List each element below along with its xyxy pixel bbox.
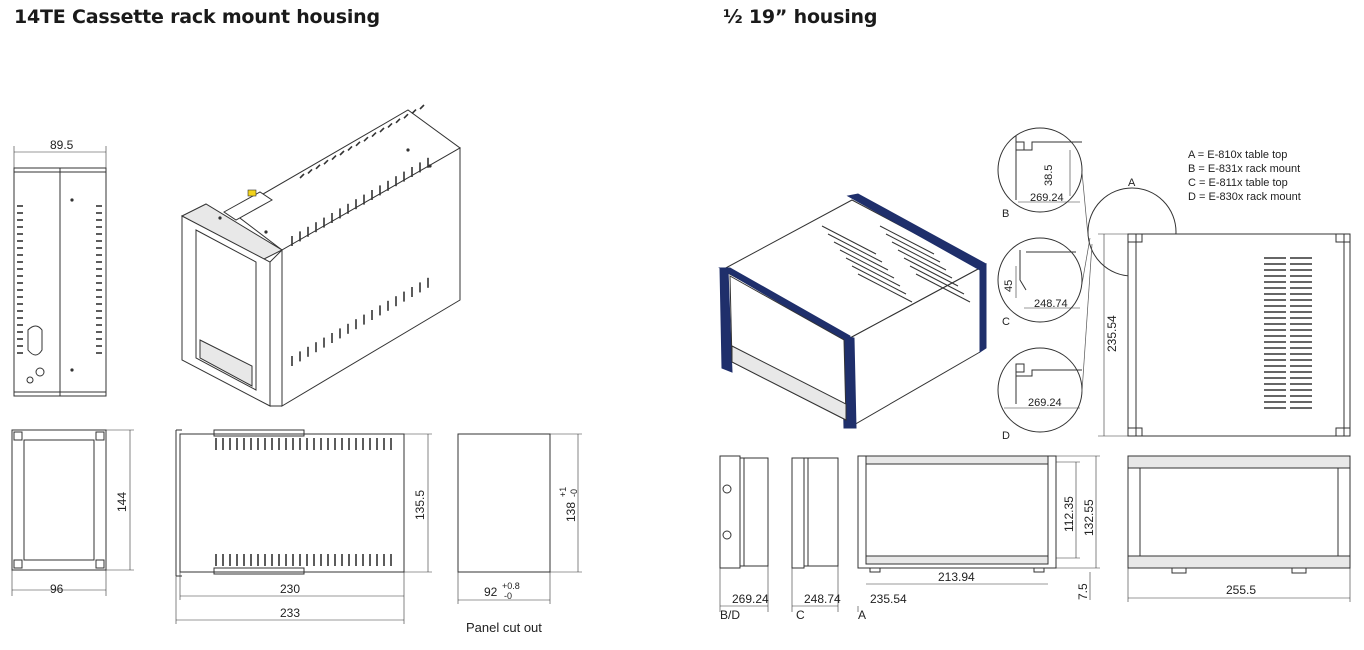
left-top-view: 89.5 [13, 138, 107, 397]
dim-side-height: 135.5 [413, 490, 427, 520]
right-front-view: 213.94 235.54 A 112.35 132.55 7.5 [857, 455, 1100, 622]
detail-c-letter: C [1002, 316, 1010, 328]
left-isometric-view [180, 104, 461, 407]
dim-front-height: 144 [115, 492, 129, 512]
vent-slot [839, 249, 895, 279]
view-label-a: A [858, 608, 866, 622]
dim-cutout-height: 138 [564, 502, 578, 522]
vent-slot [299, 173, 305, 179]
dim-cutout-width-tol-minus: -0 [504, 591, 512, 601]
vent-slot [879, 225, 935, 255]
legend-line-3: C = E-811x table top [1188, 177, 1288, 189]
vent-slot [403, 113, 409, 119]
detail-d-letter: D [1002, 430, 1010, 442]
detail-b-letter: B [1002, 208, 1009, 220]
left-front-view: 96 144 [11, 429, 134, 596]
vent-slot [339, 150, 345, 156]
dim-rear-width: 255.5 [1226, 583, 1256, 597]
detail-a-letter: A [1128, 177, 1136, 189]
dim-cutout-height-tol-plus: +1 [558, 487, 568, 497]
detail-c-depth: 248.74 [1034, 298, 1068, 310]
left-side-view: 135.5 230 233 [175, 429, 432, 624]
dim-inner-width: 213.94 [938, 570, 975, 584]
detail-d-depth: 269.24 [1028, 397, 1062, 409]
view-label-bd: B/D [720, 608, 740, 622]
dim-front-width: 96 [50, 582, 64, 596]
left-title: 14TE Cassette rack mount housing [14, 6, 380, 28]
dim-cutout-width-tol-plus: +0.8 [502, 581, 520, 591]
dim-c-depth: 248.74 [804, 592, 841, 606]
detail-b-depth: 269.24 [1030, 192, 1064, 204]
legend-line-2: B = E-831x rack mount [1188, 163, 1300, 175]
right-profile-bd: 269.24 B/D [719, 455, 769, 622]
vent-slot [307, 168, 313, 174]
legend-line-4: D = E-830x rack mount [1188, 191, 1301, 203]
vent-slot [379, 127, 385, 133]
vent-slot [897, 249, 953, 279]
vent-slot [355, 141, 361, 147]
left-panel-cutout: 138 +1 -0 92 +0.8 -0 Panel cut out [457, 433, 582, 635]
vent-slot [845, 257, 901, 287]
right-top-view: 235.54 [1098, 233, 1351, 437]
dim-width-top: 89.5 [50, 138, 74, 152]
vent-slot [885, 233, 941, 263]
dim-height-2: 132.55 [1082, 499, 1096, 536]
vent-slot [387, 122, 393, 128]
vent-slot [833, 241, 889, 271]
vent-slot [395, 118, 401, 124]
vent-slot [903, 257, 959, 287]
detail-c-height: 45 [1003, 280, 1015, 292]
dim-height-1: 112.35 [1062, 496, 1076, 532]
vent-slot [315, 164, 321, 170]
vent-slot [411, 109, 417, 115]
detail-c: 45 248.74 C [997, 237, 1083, 328]
vent-slot [857, 273, 913, 303]
detail-b-height: 38.5 [1043, 165, 1055, 186]
vent-slot [363, 136, 369, 142]
dim-bd-depth: 269.24 [732, 592, 769, 606]
right-profile-c: 248.74 C [791, 457, 841, 622]
legend-line-1: A = E-810x table top [1188, 149, 1287, 161]
dim-foot-height: 7.5 [1076, 583, 1090, 600]
right-rear-view: 255.5 [1127, 455, 1351, 602]
vent-slot [821, 225, 877, 255]
dim-cutout-height-tol-minus: -0 [569, 489, 579, 497]
vent-slot [915, 273, 971, 303]
vent-slot [323, 159, 329, 165]
detail-d: 269.24 D [997, 347, 1083, 442]
vent-slot [347, 145, 353, 151]
detail-b: 38.5 269.24 B [997, 127, 1083, 220]
right-isometric-view [718, 193, 987, 429]
vent-slot [419, 104, 425, 110]
right-title: ½ 19” housing [723, 6, 878, 28]
vent-slot [827, 233, 883, 263]
dim-side-length-2: 233 [280, 606, 300, 620]
vent-slot [909, 265, 965, 295]
vent-slot [851, 265, 907, 295]
vent-slot [331, 155, 337, 161]
vent-slot [371, 132, 377, 138]
dim-a-depth: 235.54 [870, 592, 907, 606]
dim-top-depth: 235.54 [1105, 315, 1119, 352]
dim-cutout-width: 92 [484, 585, 498, 599]
dim-side-length-1: 230 [280, 582, 300, 596]
vent-slot [891, 241, 947, 271]
panel-cutout-label: Panel cut out [466, 620, 542, 635]
view-label-c: C [796, 608, 805, 622]
